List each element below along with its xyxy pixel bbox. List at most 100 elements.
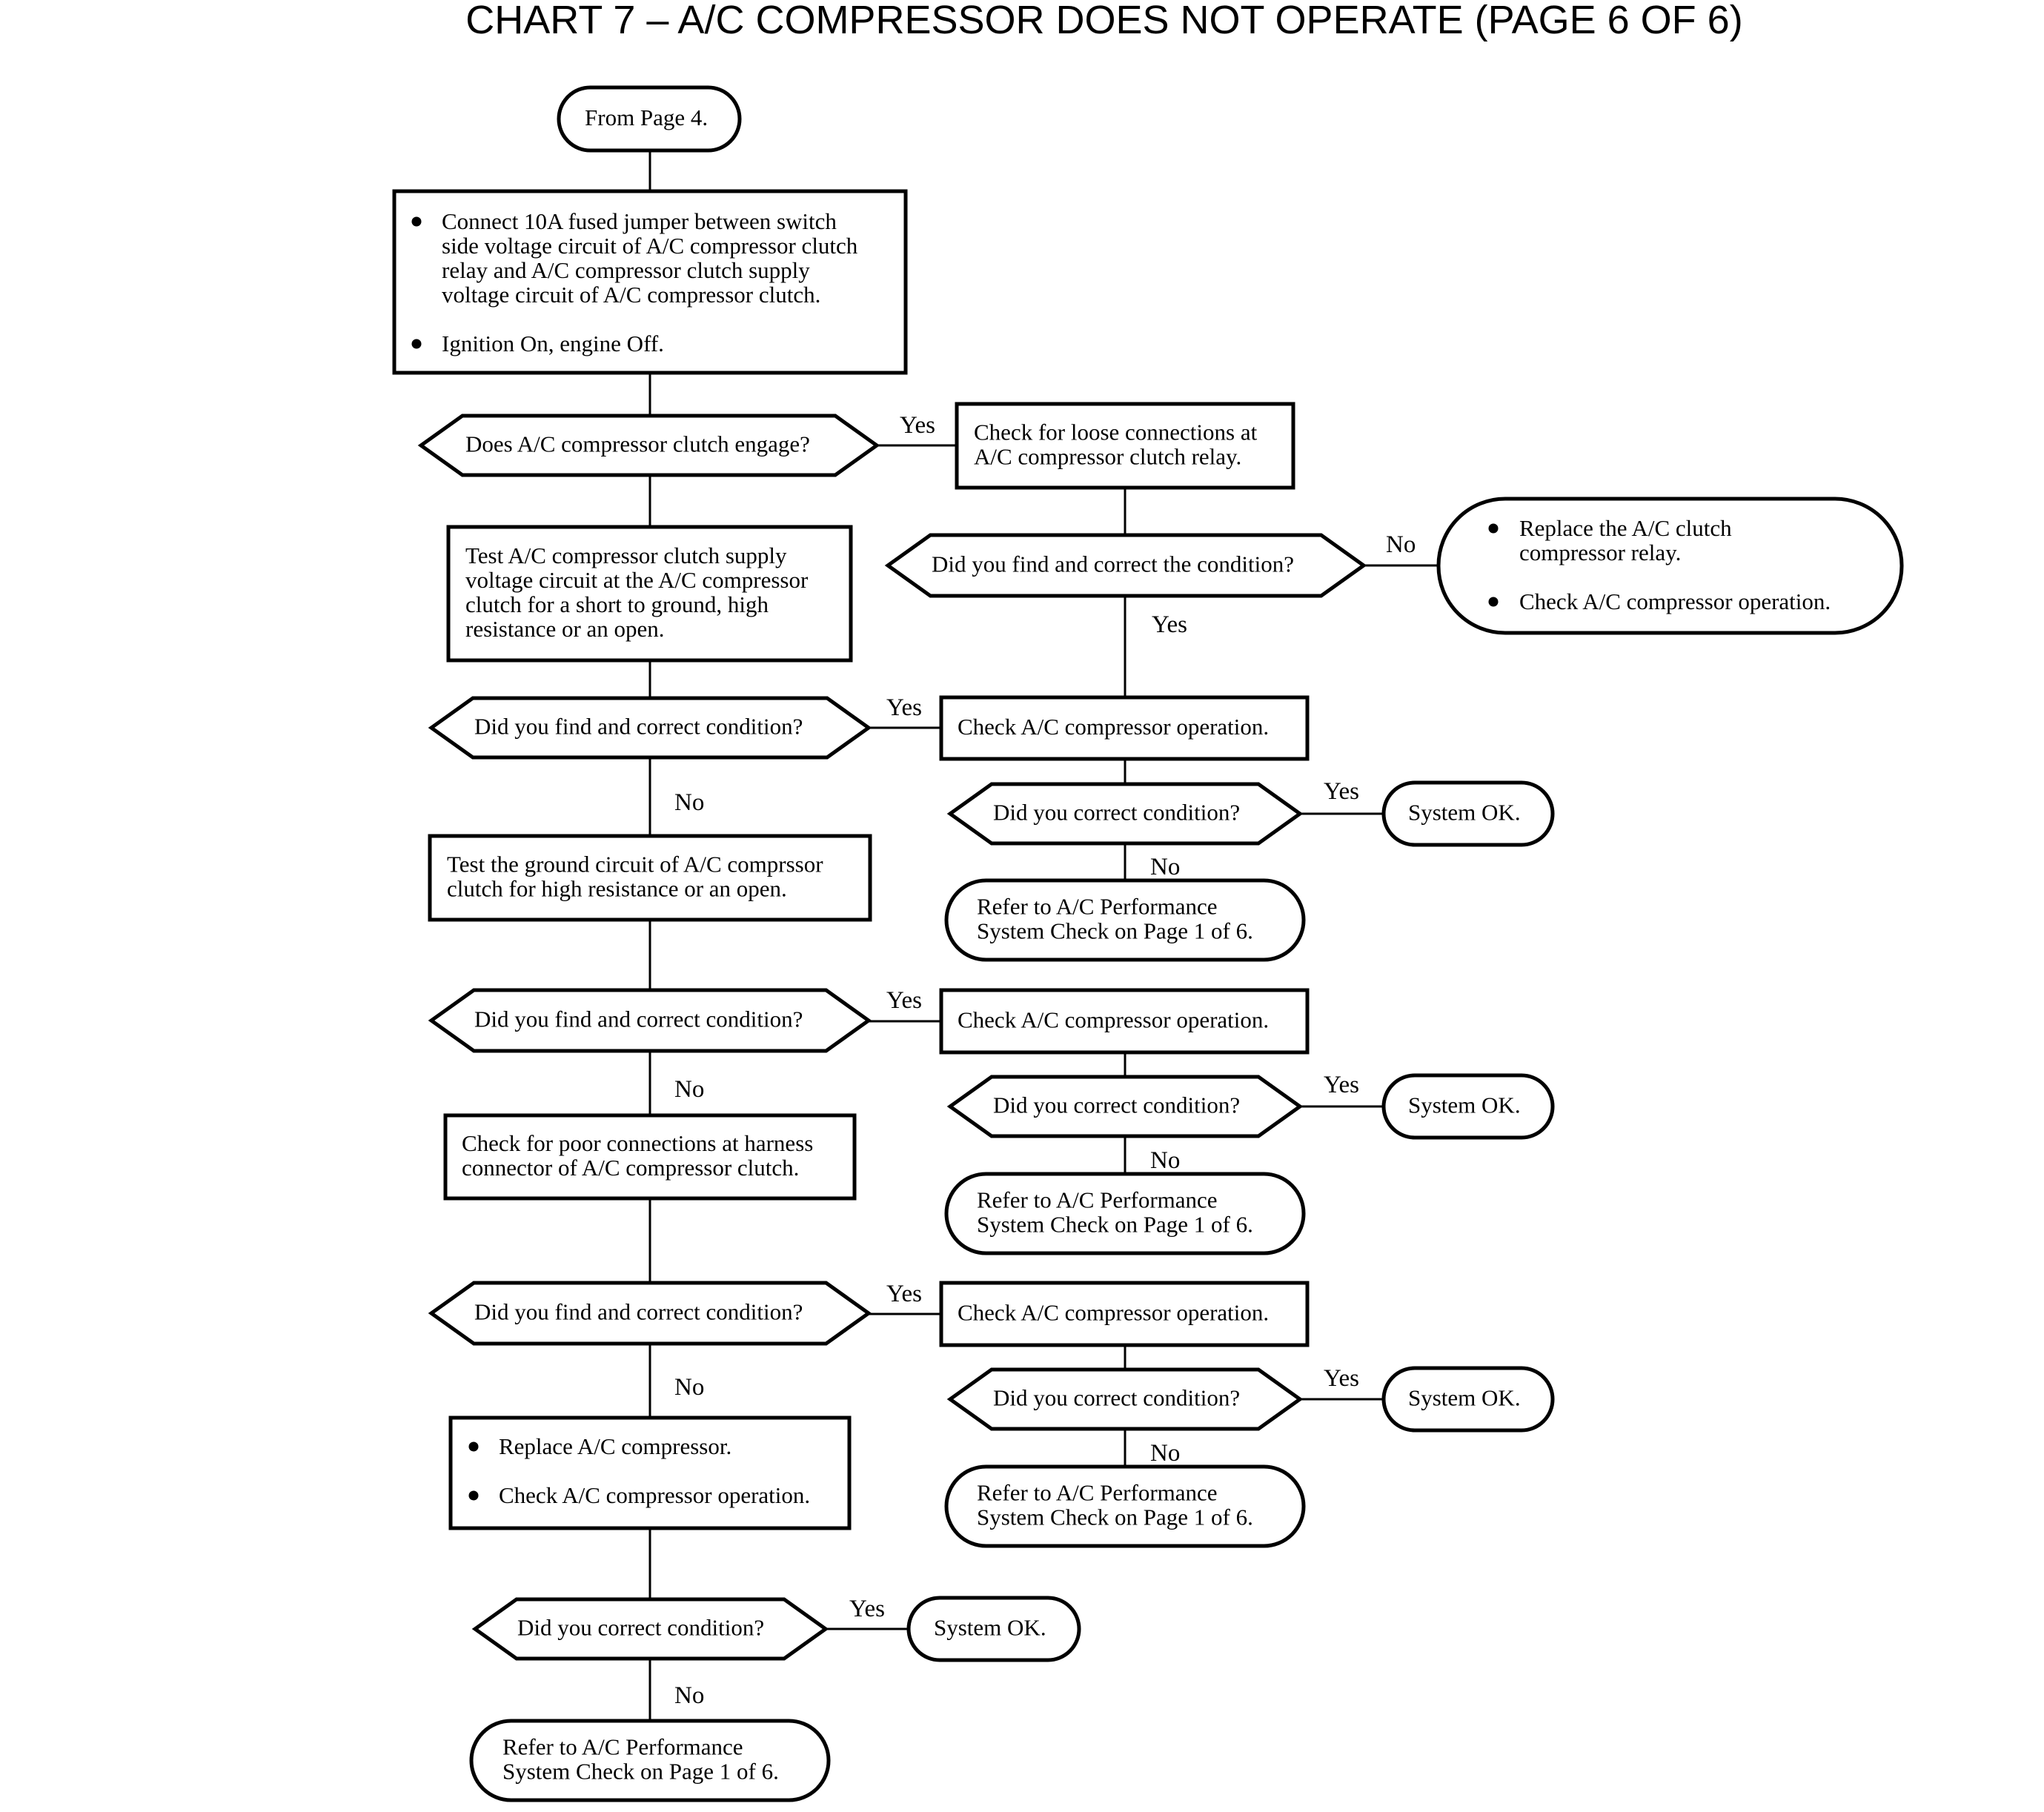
node-shape bbox=[557, 85, 742, 153]
node-text: Connect 10A fused jumper between switch bbox=[442, 208, 837, 234]
node-check-op-1: Check A/C compressor operation. bbox=[939, 695, 1310, 761]
node-text: compressor relay. bbox=[1519, 540, 1681, 565]
edge-label-yes: Yes bbox=[849, 1596, 885, 1622]
node-text: A/C compressor clutch relay. bbox=[974, 444, 1241, 470]
node-shape bbox=[428, 834, 872, 922]
node-text: Did you correct condition? bbox=[993, 800, 1240, 826]
node-ok-3: System OK. bbox=[1381, 1366, 1555, 1433]
node-q-correct-2: Did you correct condition? bbox=[946, 1075, 1304, 1138]
bullet-icon bbox=[468, 1490, 479, 1501]
node-text: Check for poor connections at harness bbox=[462, 1130, 813, 1156]
node-text: Refer to A/C Performance bbox=[977, 1187, 1218, 1213]
edge-label-no: No bbox=[674, 1374, 704, 1401]
node-text: System Check on Page 1 of 6. bbox=[977, 918, 1253, 944]
node-shape bbox=[392, 189, 908, 375]
node-text: Test the ground circuit of A/C comprssor bbox=[447, 852, 823, 877]
node-connect-jumper: Connect 10A fused jumper between switchs… bbox=[392, 189, 908, 375]
node-replace-compressor: Replace A/C compressor.Check A/C compres… bbox=[448, 1416, 852, 1530]
node-text: System Check on Page 1 of 6. bbox=[977, 1212, 1253, 1238]
node-text: System OK. bbox=[1408, 1092, 1521, 1118]
node-test-ground: Test the ground circuit of A/C comprssor… bbox=[428, 834, 872, 922]
node-text: Check A/C compressor operation. bbox=[499, 1482, 810, 1508]
node-shape bbox=[1381, 1366, 1555, 1433]
node-text: Did you find and correct condition? bbox=[474, 1299, 803, 1325]
node-q-correct-1: Did you correct condition? bbox=[946, 782, 1304, 846]
node-q-correct-final: Did you correct condition? bbox=[471, 1597, 829, 1661]
edge-label-no: No bbox=[1150, 1440, 1180, 1467]
bullet-icon bbox=[1488, 597, 1499, 607]
node-shape bbox=[428, 696, 872, 760]
edge-label-no: No bbox=[674, 1076, 704, 1103]
node-text: Check for loose connections at bbox=[974, 419, 1258, 445]
node-check-harness: Check for poor connections at harnesscon… bbox=[443, 1113, 857, 1201]
edge-label-no: No bbox=[674, 789, 704, 816]
node-text: Replace the A/C clutch bbox=[1519, 515, 1732, 541]
node-text: relay and A/C compressor clutch supply bbox=[442, 257, 810, 283]
edge-labels: Yes No Yes Yes No Yes No Yes No Yes No Y… bbox=[674, 412, 1416, 1709]
node-text: side voltage circuit of A/C compressor c… bbox=[442, 233, 858, 259]
flowchart-nodes: From Page 4. Connect 10A fused jumper bet… bbox=[392, 85, 1904, 1802]
node-shape bbox=[428, 1281, 872, 1346]
node-test-supply-circuit: Test A/C compressor clutch supplyvoltage… bbox=[446, 525, 853, 663]
node-text: Refer to A/C Performance bbox=[502, 1734, 743, 1760]
node-text: System Check on Page 1 of 6. bbox=[977, 1504, 1253, 1530]
node-shape bbox=[944, 1172, 1306, 1255]
connectors bbox=[648, 150, 1439, 1721]
node-text: Did you find and correct condition? bbox=[474, 714, 803, 740]
node-check-op-2: Check A/C compressor operation. bbox=[939, 988, 1310, 1055]
node-text: Did you correct condition? bbox=[993, 1092, 1240, 1118]
edge-label-yes: Yes bbox=[886, 1281, 922, 1307]
bullet-icon bbox=[468, 1441, 479, 1452]
node-text: Check A/C compressor operation. bbox=[1519, 588, 1831, 614]
node-shape bbox=[1381, 1073, 1555, 1140]
node-shape bbox=[939, 1281, 1310, 1347]
edge-label-no: No bbox=[1386, 531, 1416, 558]
edge-label-yes: Yes bbox=[886, 694, 922, 721]
edge-label-no: No bbox=[1150, 1147, 1180, 1174]
node-text: From Page 4. bbox=[585, 104, 708, 130]
node-shape bbox=[944, 1464, 1306, 1548]
node-shape bbox=[946, 1075, 1304, 1138]
node-text: Check A/C compressor operation. bbox=[958, 714, 1269, 740]
node-text: Did you find and correct condition? bbox=[474, 1006, 803, 1032]
node-shape bbox=[428, 988, 872, 1053]
node-shape bbox=[469, 1719, 831, 1802]
node-text: voltage circuit at the A/C compressor bbox=[465, 567, 809, 593]
node-ok-final: System OK. bbox=[906, 1596, 1081, 1662]
node-text: resistance or an open. bbox=[465, 616, 665, 642]
chart-title: CHART 7 – A/C COMPRESSOR DOES NOT OPERAT… bbox=[465, 0, 1742, 42]
node-start: From Page 4. bbox=[557, 85, 742, 153]
node-ok-2: System OK. bbox=[1381, 1073, 1555, 1140]
node-shape bbox=[471, 1597, 829, 1661]
edge-label-yes: Yes bbox=[1324, 1072, 1359, 1098]
node-text: voltage circuit of A/C compressor clutch… bbox=[442, 282, 820, 308]
edge-label-no: No bbox=[1150, 854, 1180, 880]
node-shape bbox=[1381, 780, 1555, 847]
node-q-find-2: Did you find and correct condition? bbox=[428, 988, 872, 1053]
node-shape bbox=[417, 414, 880, 477]
bullet-icon bbox=[1488, 523, 1499, 534]
node-check-loose-relay: Check for loose connections atA/C compre… bbox=[955, 402, 1295, 490]
node-shape bbox=[946, 1367, 1304, 1431]
bullet-icon bbox=[411, 339, 422, 349]
node-shape bbox=[448, 1416, 852, 1530]
node-check-op-3: Check A/C compressor operation. bbox=[939, 1281, 1310, 1347]
node-text: Did you correct condition? bbox=[993, 1385, 1240, 1411]
node-q-find-3: Did you find and correct condition? bbox=[428, 1281, 872, 1346]
node-shape bbox=[955, 402, 1295, 490]
node-shape bbox=[946, 782, 1304, 846]
node-q-find-1: Did you find and correct condition? bbox=[428, 696, 872, 760]
node-shape bbox=[443, 1113, 857, 1201]
node-q-find-correct-relay: Did you find and correct the condition? bbox=[884, 533, 1367, 598]
bullet-icon bbox=[411, 216, 422, 227]
node-shape bbox=[939, 695, 1310, 761]
node-q-clutch-engage: Does A/C compressor clutch engage? bbox=[417, 414, 880, 477]
node-text: Test A/C compressor clutch supply bbox=[465, 542, 787, 568]
node-text: Check A/C compressor operation. bbox=[958, 1300, 1269, 1326]
node-text: Refer to A/C Performance bbox=[977, 894, 1218, 920]
